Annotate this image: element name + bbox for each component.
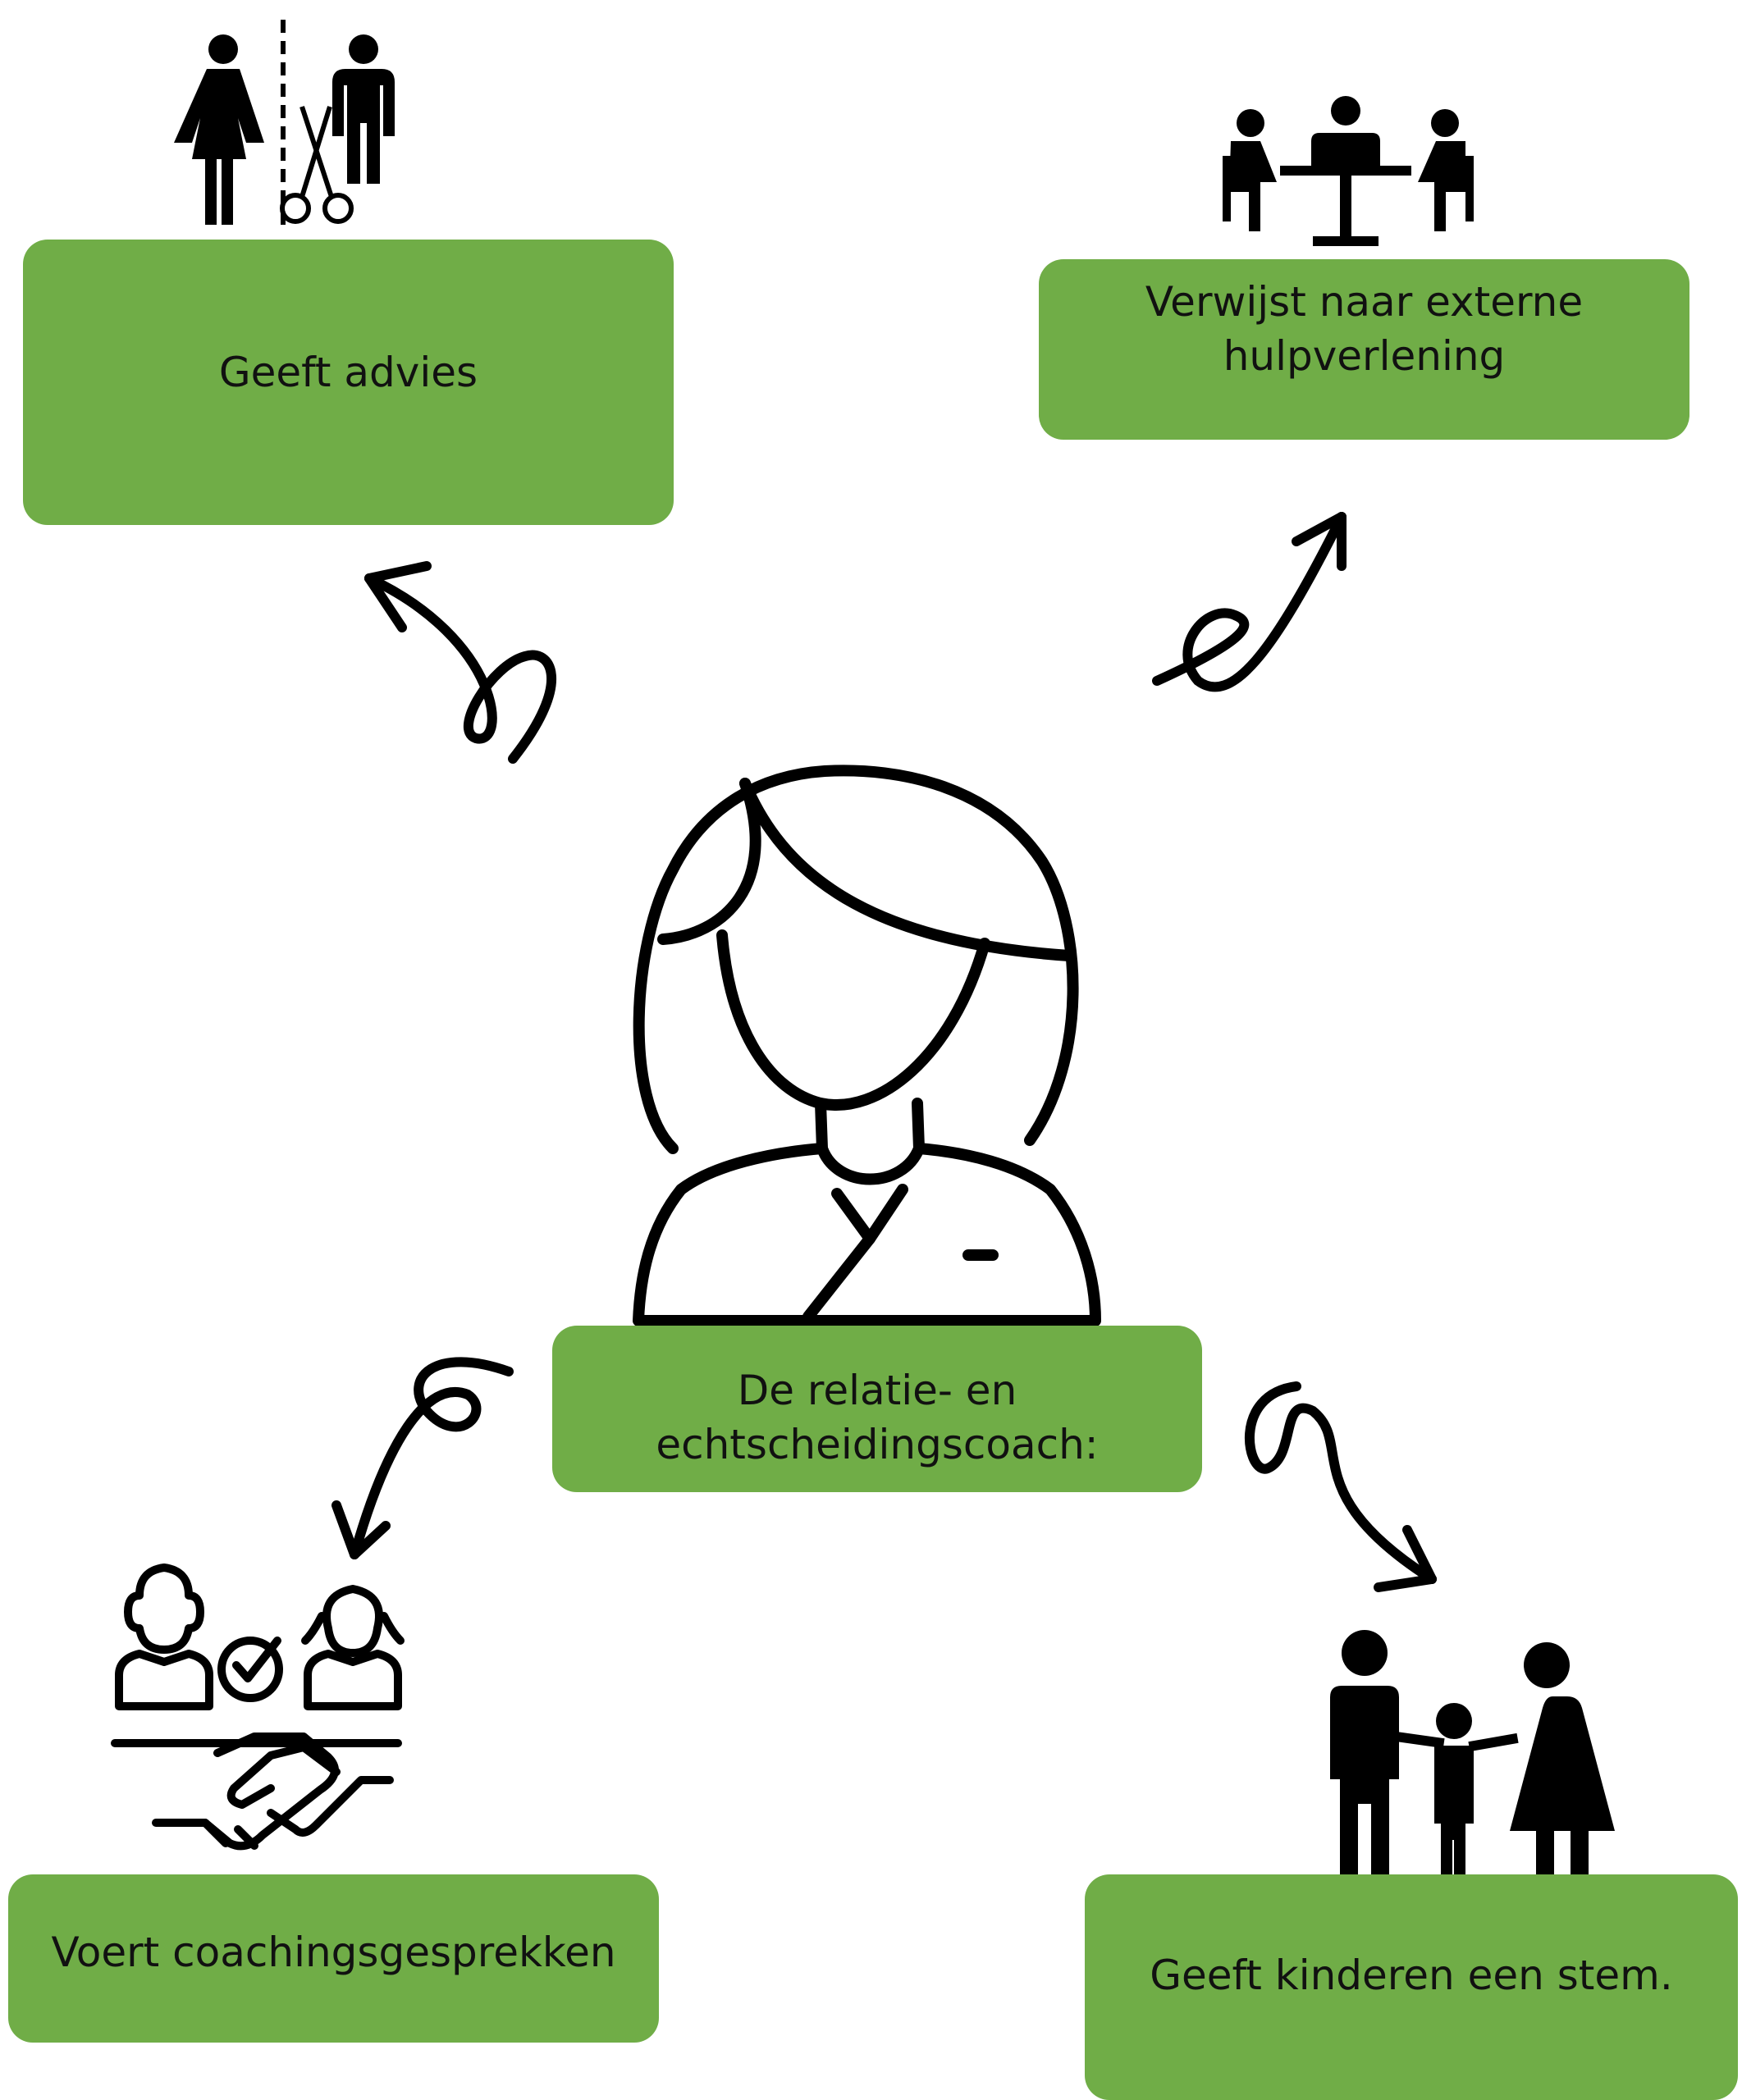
meeting-table-icon xyxy=(1223,96,1474,246)
node-label: Geeft advies xyxy=(218,348,478,396)
coach-figure-icon xyxy=(633,765,1101,1326)
node-geeft-advies: Geeft advies xyxy=(23,240,674,525)
node-center-coach: De relatie- en echtscheidingscoach: xyxy=(552,1326,1202,1492)
family-child-icon xyxy=(1330,1630,1615,1911)
arrow-to-kinderen-icon xyxy=(1244,1381,1437,1592)
node-verwijst-extern: Verwijst naar externe hulpverlening xyxy=(1039,259,1689,440)
arrow-to-extern-icon xyxy=(1152,512,1347,692)
node-label: Geeft kinderen een stem. xyxy=(1150,1951,1673,1999)
node-coachingsgesprekken: Voert coachingsgesprekken xyxy=(8,1874,659,2043)
arrows xyxy=(331,512,1437,1592)
node-label: Verwijst naar externe hulpverlening xyxy=(1145,278,1584,380)
divorce-scissors-icon xyxy=(174,20,395,230)
arrow-to-coaching-icon xyxy=(331,1357,514,1559)
arrow-to-advies-icon xyxy=(364,561,557,764)
node-kinderen-stem: Geeft kinderen een stem. xyxy=(1085,1874,1738,2100)
coaching-handshake-icon xyxy=(111,1564,405,1851)
node-label: De relatie- en echtscheidingscoach: xyxy=(656,1366,1099,1468)
node-label: Voert coachingsgesprekken xyxy=(51,1929,616,1976)
